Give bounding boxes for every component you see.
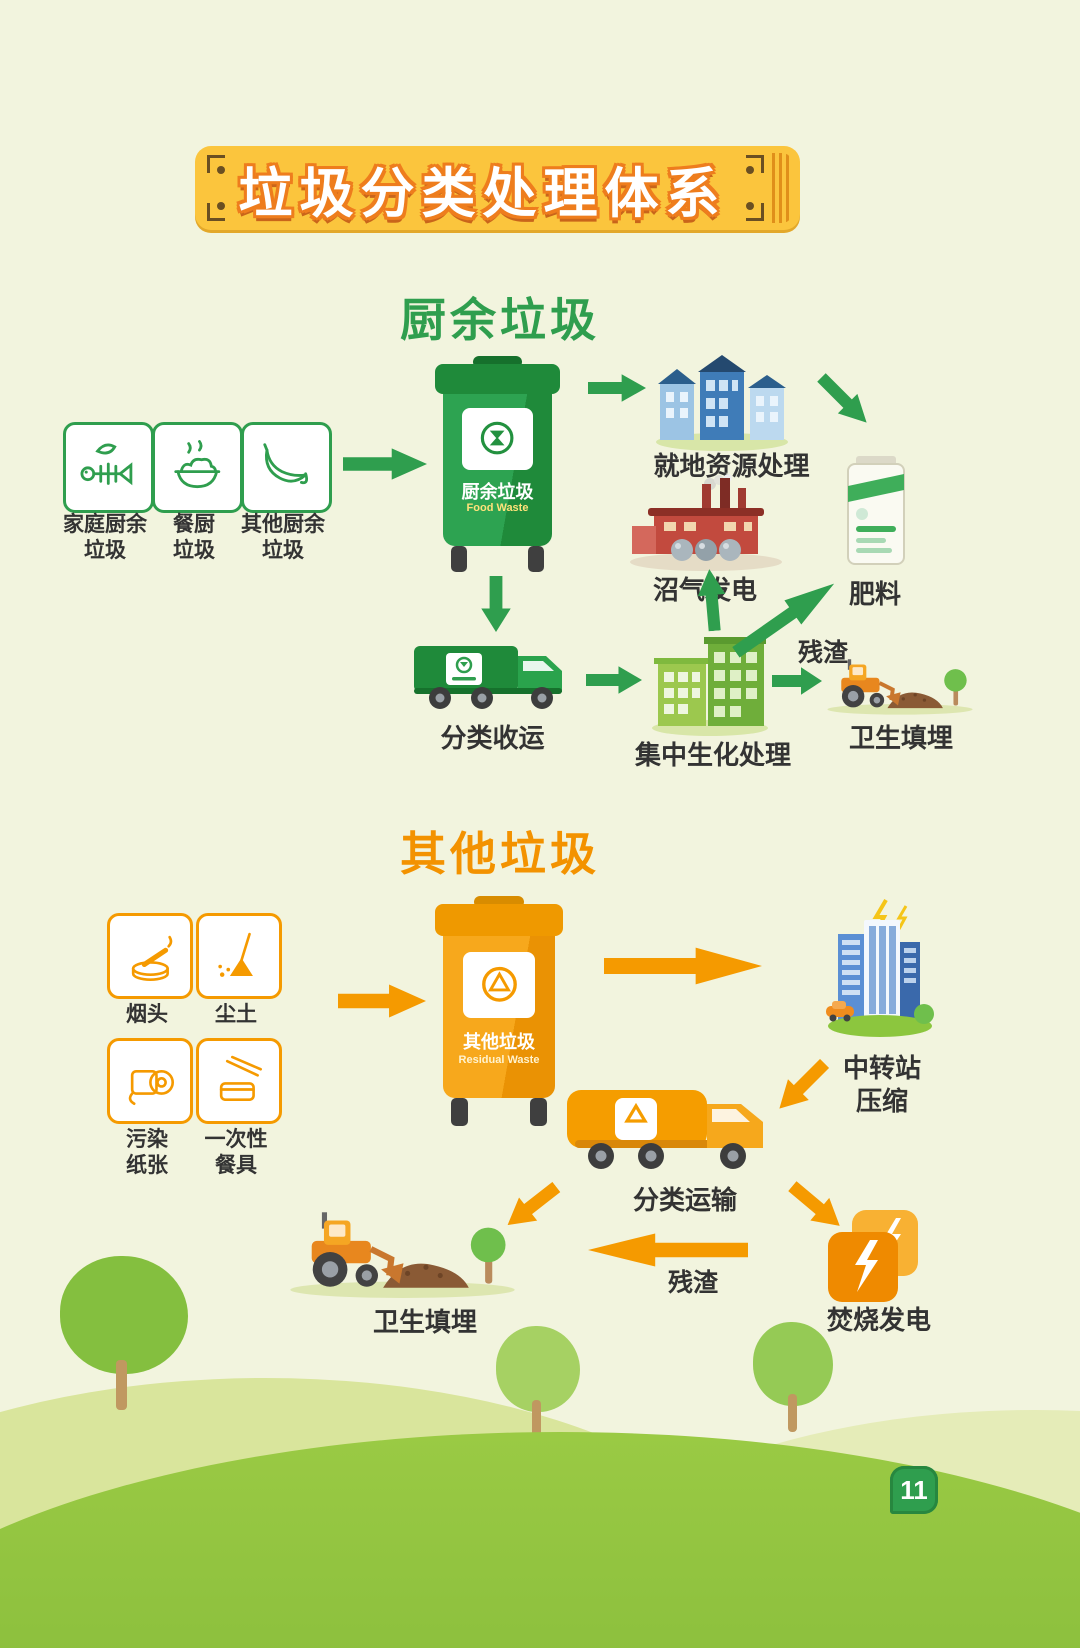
banner-corner-icon — [207, 203, 225, 221]
label-centralized-biochemical: 集中生化处理 — [634, 740, 791, 770]
source-icon-restaurant-kitchen-waste — [152, 422, 243, 513]
label-onsite-resource-processing: 就地资源处理 — [653, 451, 810, 481]
label-residue-other: 残渣 — [667, 1269, 718, 1297]
fertilizer-bag-icon — [840, 452, 912, 572]
poster-title: 垃圾分类处理体系 — [238, 163, 727, 224]
onsite-processing-building-icon — [652, 340, 792, 452]
banner-corner-icon — [207, 155, 225, 173]
bin-wheel — [530, 1098, 547, 1126]
banner-page-edge — [768, 153, 792, 223]
bin-sublabel: Food Waste — [466, 502, 529, 514]
bin-sublabel: Residual Waste — [458, 1054, 540, 1066]
source-label-restaurant-kitchen-waste: 餐厨 垃圾 — [173, 513, 215, 563]
title-banner: 垃圾分类处理体系 — [195, 146, 800, 230]
bin-label: 其他垃圾 — [463, 1032, 535, 1052]
label-residue-kitchen: 残渣 — [797, 639, 848, 667]
arrow-bin-to-collection-truck — [480, 576, 512, 632]
bin-wheel — [451, 546, 467, 572]
transfer-station-building-icon — [822, 898, 934, 1048]
source-icon-other-kitchen-waste — [241, 422, 332, 513]
arrow-kitchen-sources-to-bin — [343, 448, 427, 480]
paper-roll-icon — [128, 1069, 174, 1105]
arrow-incineration-to-landfill — [588, 1232, 748, 1268]
label-classified-transport: 分类运输 — [632, 1185, 737, 1215]
arrow-onsite-to-fertilizer — [811, 367, 877, 433]
bin-wheel — [528, 546, 544, 572]
source-label-dust: 尘土 — [215, 1003, 257, 1026]
banner-bolt-icon — [746, 202, 754, 210]
source-icon-dust — [196, 913, 282, 999]
tree-middle-trunk — [532, 1400, 541, 1440]
other-waste-bin: 其他垃圾 Residual Waste — [435, 896, 563, 1128]
tree-middle-canopy — [496, 1326, 580, 1412]
bin-lid — [435, 364, 560, 394]
label-sanitary-landfill-kitchen: 卫生填埋 — [848, 723, 953, 753]
bin-label: 厨余垃圾 — [461, 482, 534, 502]
collection-truck-icon — [412, 636, 582, 718]
biogas-plant-icon — [626, 474, 786, 572]
residual-waste-symbol-panel — [463, 952, 535, 1018]
broom-dust-icon — [217, 932, 253, 977]
arrow-other-sources-to-bin — [338, 984, 426, 1018]
bin-wheel — [451, 1098, 468, 1126]
source-icon-household-kitchen-waste — [63, 422, 154, 513]
page-number: 11 — [900, 1474, 928, 1505]
hourglass-circle-icon — [481, 421, 514, 455]
tree-right-canopy — [753, 1322, 833, 1406]
source-label-other-kitchen-waste: 其他厨余 垃圾 — [241, 513, 325, 563]
incineration-power-icon — [826, 1208, 922, 1304]
arrow-bin-to-onsite-processing — [588, 374, 646, 402]
label-sanitary-landfill-other: 卫生填埋 — [372, 1307, 477, 1337]
biochemical-plant-icon — [648, 632, 774, 736]
tree-left-trunk — [116, 1360, 127, 1410]
banner-corner-icon — [746, 155, 764, 173]
landfill-tractor-icon-other — [285, 1198, 520, 1300]
banner-bolt-icon — [217, 166, 225, 174]
chopsticks-box-icon — [219, 1055, 262, 1101]
label-classified-collection: 分类收运 — [440, 723, 545, 753]
food-bowl-icon — [174, 440, 221, 489]
source-icon-contaminated-paper — [107, 1038, 193, 1124]
section-title-kitchen-waste: 厨余垃圾 — [400, 294, 600, 346]
tree-right-trunk — [788, 1394, 797, 1432]
source-icon-cigarette-butts — [107, 913, 193, 999]
arrow-biochemical-to-landfill — [772, 667, 822, 695]
page-number-badge: 11 — [890, 1466, 938, 1514]
section-title-other-waste: 其他垃圾 — [400, 828, 600, 880]
ashtray-cigarette-icon — [131, 935, 172, 981]
transport-truck-icon — [565, 1082, 777, 1178]
source-label-household-kitchen-waste: 家庭厨余 垃圾 — [63, 513, 147, 563]
source-label-disposable-tableware: 一次性 餐具 — [204, 1128, 268, 1178]
arrow-bin-to-transfer-station — [604, 947, 762, 985]
banner-bolt-icon — [746, 166, 754, 174]
label-incineration-power: 焚烧发电 — [826, 1305, 931, 1335]
bin-lid — [435, 904, 563, 936]
source-icon-disposable-tableware — [196, 1038, 282, 1124]
arrow-truck-to-biochemical — [586, 666, 642, 694]
tree-left-canopy — [60, 1256, 188, 1374]
label-transfer-station-compression: 中转站 压缩 — [842, 1053, 921, 1116]
banana-peel-icon — [263, 443, 309, 485]
source-label-cigarette-butts: 烟头 — [126, 1003, 168, 1026]
source-label-contaminated-paper: 污染 纸张 — [126, 1128, 168, 1178]
banner-bolt-icon — [217, 202, 225, 210]
label-fertilizer: 肥料 — [848, 579, 901, 609]
fish-bone-icon — [80, 443, 133, 486]
kitchen-waste-bin: 厨余垃圾 Food Waste — [435, 356, 560, 572]
banner-corner-icon — [746, 203, 764, 221]
triangle-circle-icon — [481, 966, 517, 1002]
landfill-tractor-icon — [824, 650, 976, 716]
food-waste-symbol-panel — [462, 408, 533, 470]
